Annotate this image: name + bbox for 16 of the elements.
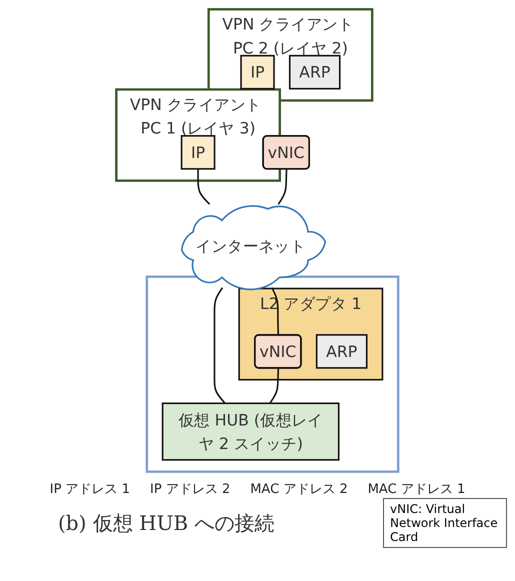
- connector: [270, 368, 280, 404]
- address-label: MAC アドレス 2: [250, 481, 348, 498]
- node-box: ARP: [289, 54, 341, 89]
- cluster: [146, 275, 400, 472]
- node-box: IP: [240, 54, 276, 89]
- note: vNIC: Virtual Network Interface Card: [383, 498, 507, 548]
- node-box: 仮想 HUB (仮想レイヤ 2 スイッチ): [162, 402, 340, 460]
- caption: (b) 仮想 HUB への接続: [58, 510, 274, 536]
- connector: [278, 168, 288, 204]
- address-label: IP アドレス 2: [150, 481, 230, 498]
- connector: [214, 286, 226, 404]
- node-box: IP: [181, 134, 216, 170]
- node-box: ARP: [316, 334, 368, 368]
- connector: [198, 168, 210, 204]
- address-label: IP アドレス 1: [50, 481, 130, 498]
- address-label: MAC アドレス 1: [368, 481, 466, 498]
